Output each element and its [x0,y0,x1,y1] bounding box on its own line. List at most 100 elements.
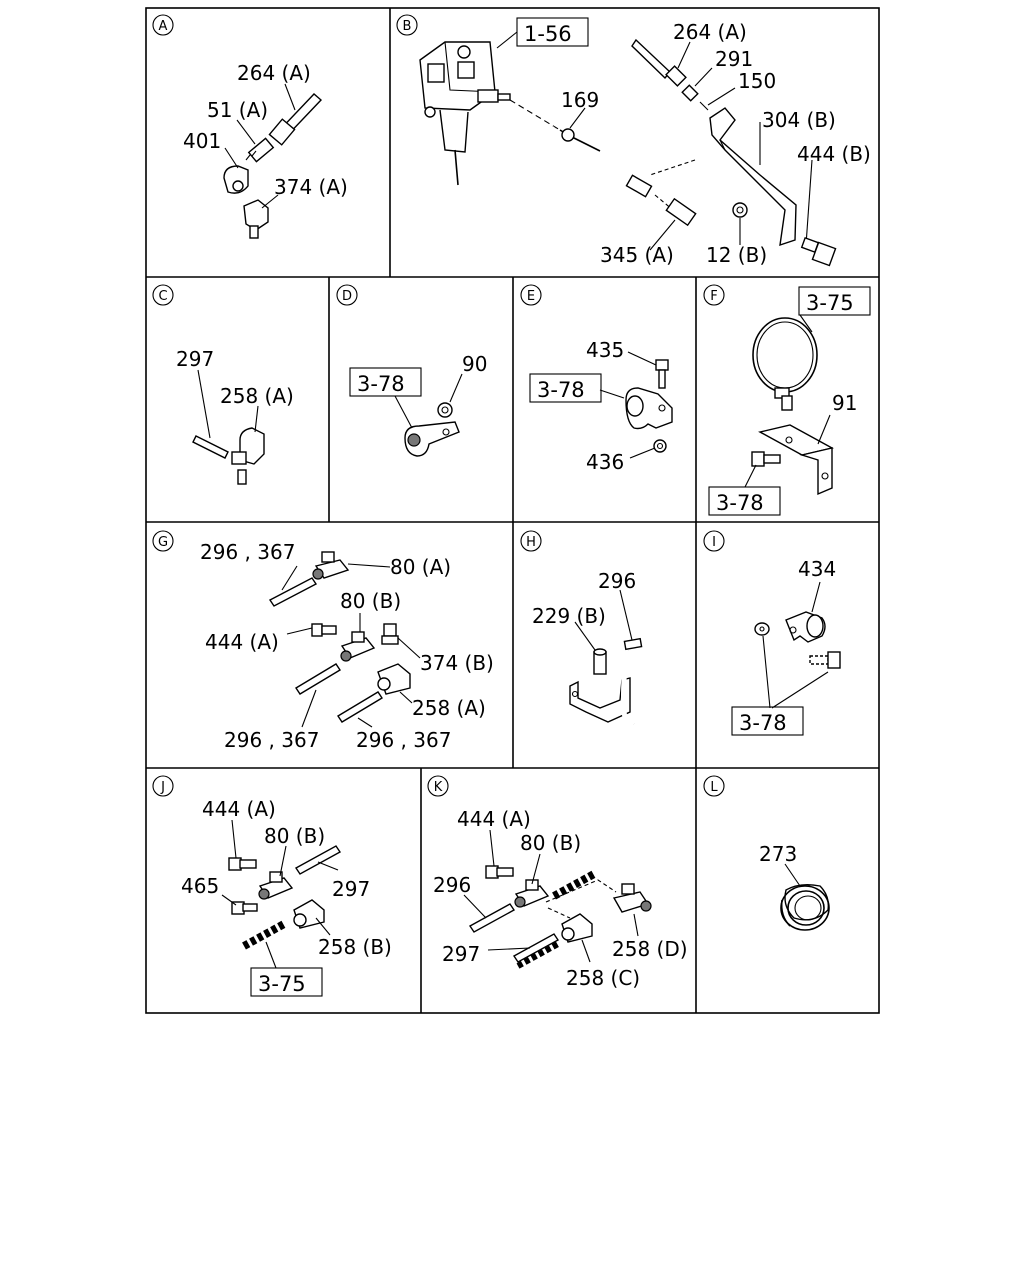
hose [621,637,643,727]
tee-fitting [514,879,550,908]
panel-k: K [427,775,688,990]
bolt [231,901,258,915]
part-label: 304 (B) [762,108,836,132]
panel-letter-circle [520,530,542,552]
panel-letter: H [526,535,536,550]
panel-letter-circle [152,14,174,36]
panel-letter: B [403,19,412,34]
tube [295,663,341,695]
part-label: 374 (A) [274,175,348,199]
reference-label: 3-78 [537,378,585,402]
elbow-fitting [293,899,325,929]
tee-fitting [612,883,652,913]
part-label: 444 (A) [202,797,276,821]
part-label: 90 [462,352,487,376]
part-label: 51 (A) [207,98,268,122]
clip [785,611,826,643]
nut [732,202,748,218]
panel-l: L 273 [703,775,830,931]
part-label: 465 [181,874,219,898]
nut [653,439,667,453]
reference-label: 3-78 [739,711,787,735]
panel-letter-circle [520,284,542,306]
grommet [780,883,830,931]
panel-letter: A [159,19,168,34]
bolt [228,857,257,871]
reference-label: 1-56 [524,22,572,46]
reference-box [250,967,323,997]
panel-d: D 3-78 90 [336,284,487,457]
tube [294,845,342,875]
part-label: 444 (B) [797,142,871,166]
part-label: 434 [798,557,836,581]
part-label: 374 (B) [420,651,494,675]
panel-letter: I [712,535,716,550]
part-label: 80 (A) [390,555,451,579]
part-label: 296 [598,569,636,593]
tube [337,691,383,723]
panel-letter: G [158,535,168,550]
panel-letter-circle [152,284,174,306]
tube [512,933,560,969]
connector-fitting [245,137,275,163]
part-label: 264 (A) [673,20,747,44]
elbow-fitting [223,165,249,194]
reference-box [798,286,871,316]
bolt [800,237,837,267]
tee-fitting [258,871,294,900]
panel-e: E 3-78 435 436 [520,284,673,474]
reference-label: 3-75 [258,972,306,996]
elbow-fitting [377,663,411,695]
panel-i: I 3-78 434 [703,530,841,736]
part-label: 296 , 367 [200,540,295,564]
bolt [381,623,399,645]
clip [625,387,673,430]
panel-g: G [152,530,494,752]
part-label: 150 [738,69,776,93]
part-label: 229 (B) [532,604,606,628]
part-label: 258 (C) [566,966,640,990]
panel-letter: K [434,780,443,795]
part-label: 297 [176,347,214,371]
panel-letter-circle [336,284,358,306]
bracket [569,677,631,723]
panel-letter-circle [427,775,449,797]
pipe-line [497,99,653,243]
tee-fitting [312,551,350,580]
panel-grid [145,7,880,1014]
bolt [751,451,781,467]
part-label: 435 [586,338,624,362]
nut [437,402,453,418]
part-label: 12 (B) [706,243,767,267]
panel-letter-circle [703,530,725,552]
spacer [593,648,607,675]
elbow-fitting [561,913,593,943]
part-label: 80 (B) [520,831,581,855]
reference-box [529,373,602,403]
panel-letter: D [342,289,352,304]
panel-letter-circle [152,775,174,797]
panel-letter: C [158,289,167,304]
panel-f: F 3-75 3-78 91 [703,284,871,516]
valve-assembly [419,41,511,186]
tee-fitting [340,631,376,662]
hose-fitting [631,38,699,102]
tube [242,920,286,950]
panel-letter-circle [703,284,725,306]
bracket [709,107,797,247]
part-label: 296 [433,873,471,897]
part-label: 80 (B) [340,589,401,613]
reference-label: 3-78 [716,491,764,515]
panel-j: J 444 (A) 80 (B) 465 [152,775,392,997]
panel-letter: J [160,780,165,795]
washer [754,622,770,636]
clip [404,421,460,457]
panel-letter: L [710,780,718,795]
reference-label: 3-75 [806,291,854,315]
part-label: 401 [183,129,221,153]
hose-clamp [752,317,818,411]
elbow-fitting [231,427,265,485]
panel-letter-circle [703,775,725,797]
panel-a: A 264 (A) 51 (A) 401 374 (A) [152,14,348,239]
